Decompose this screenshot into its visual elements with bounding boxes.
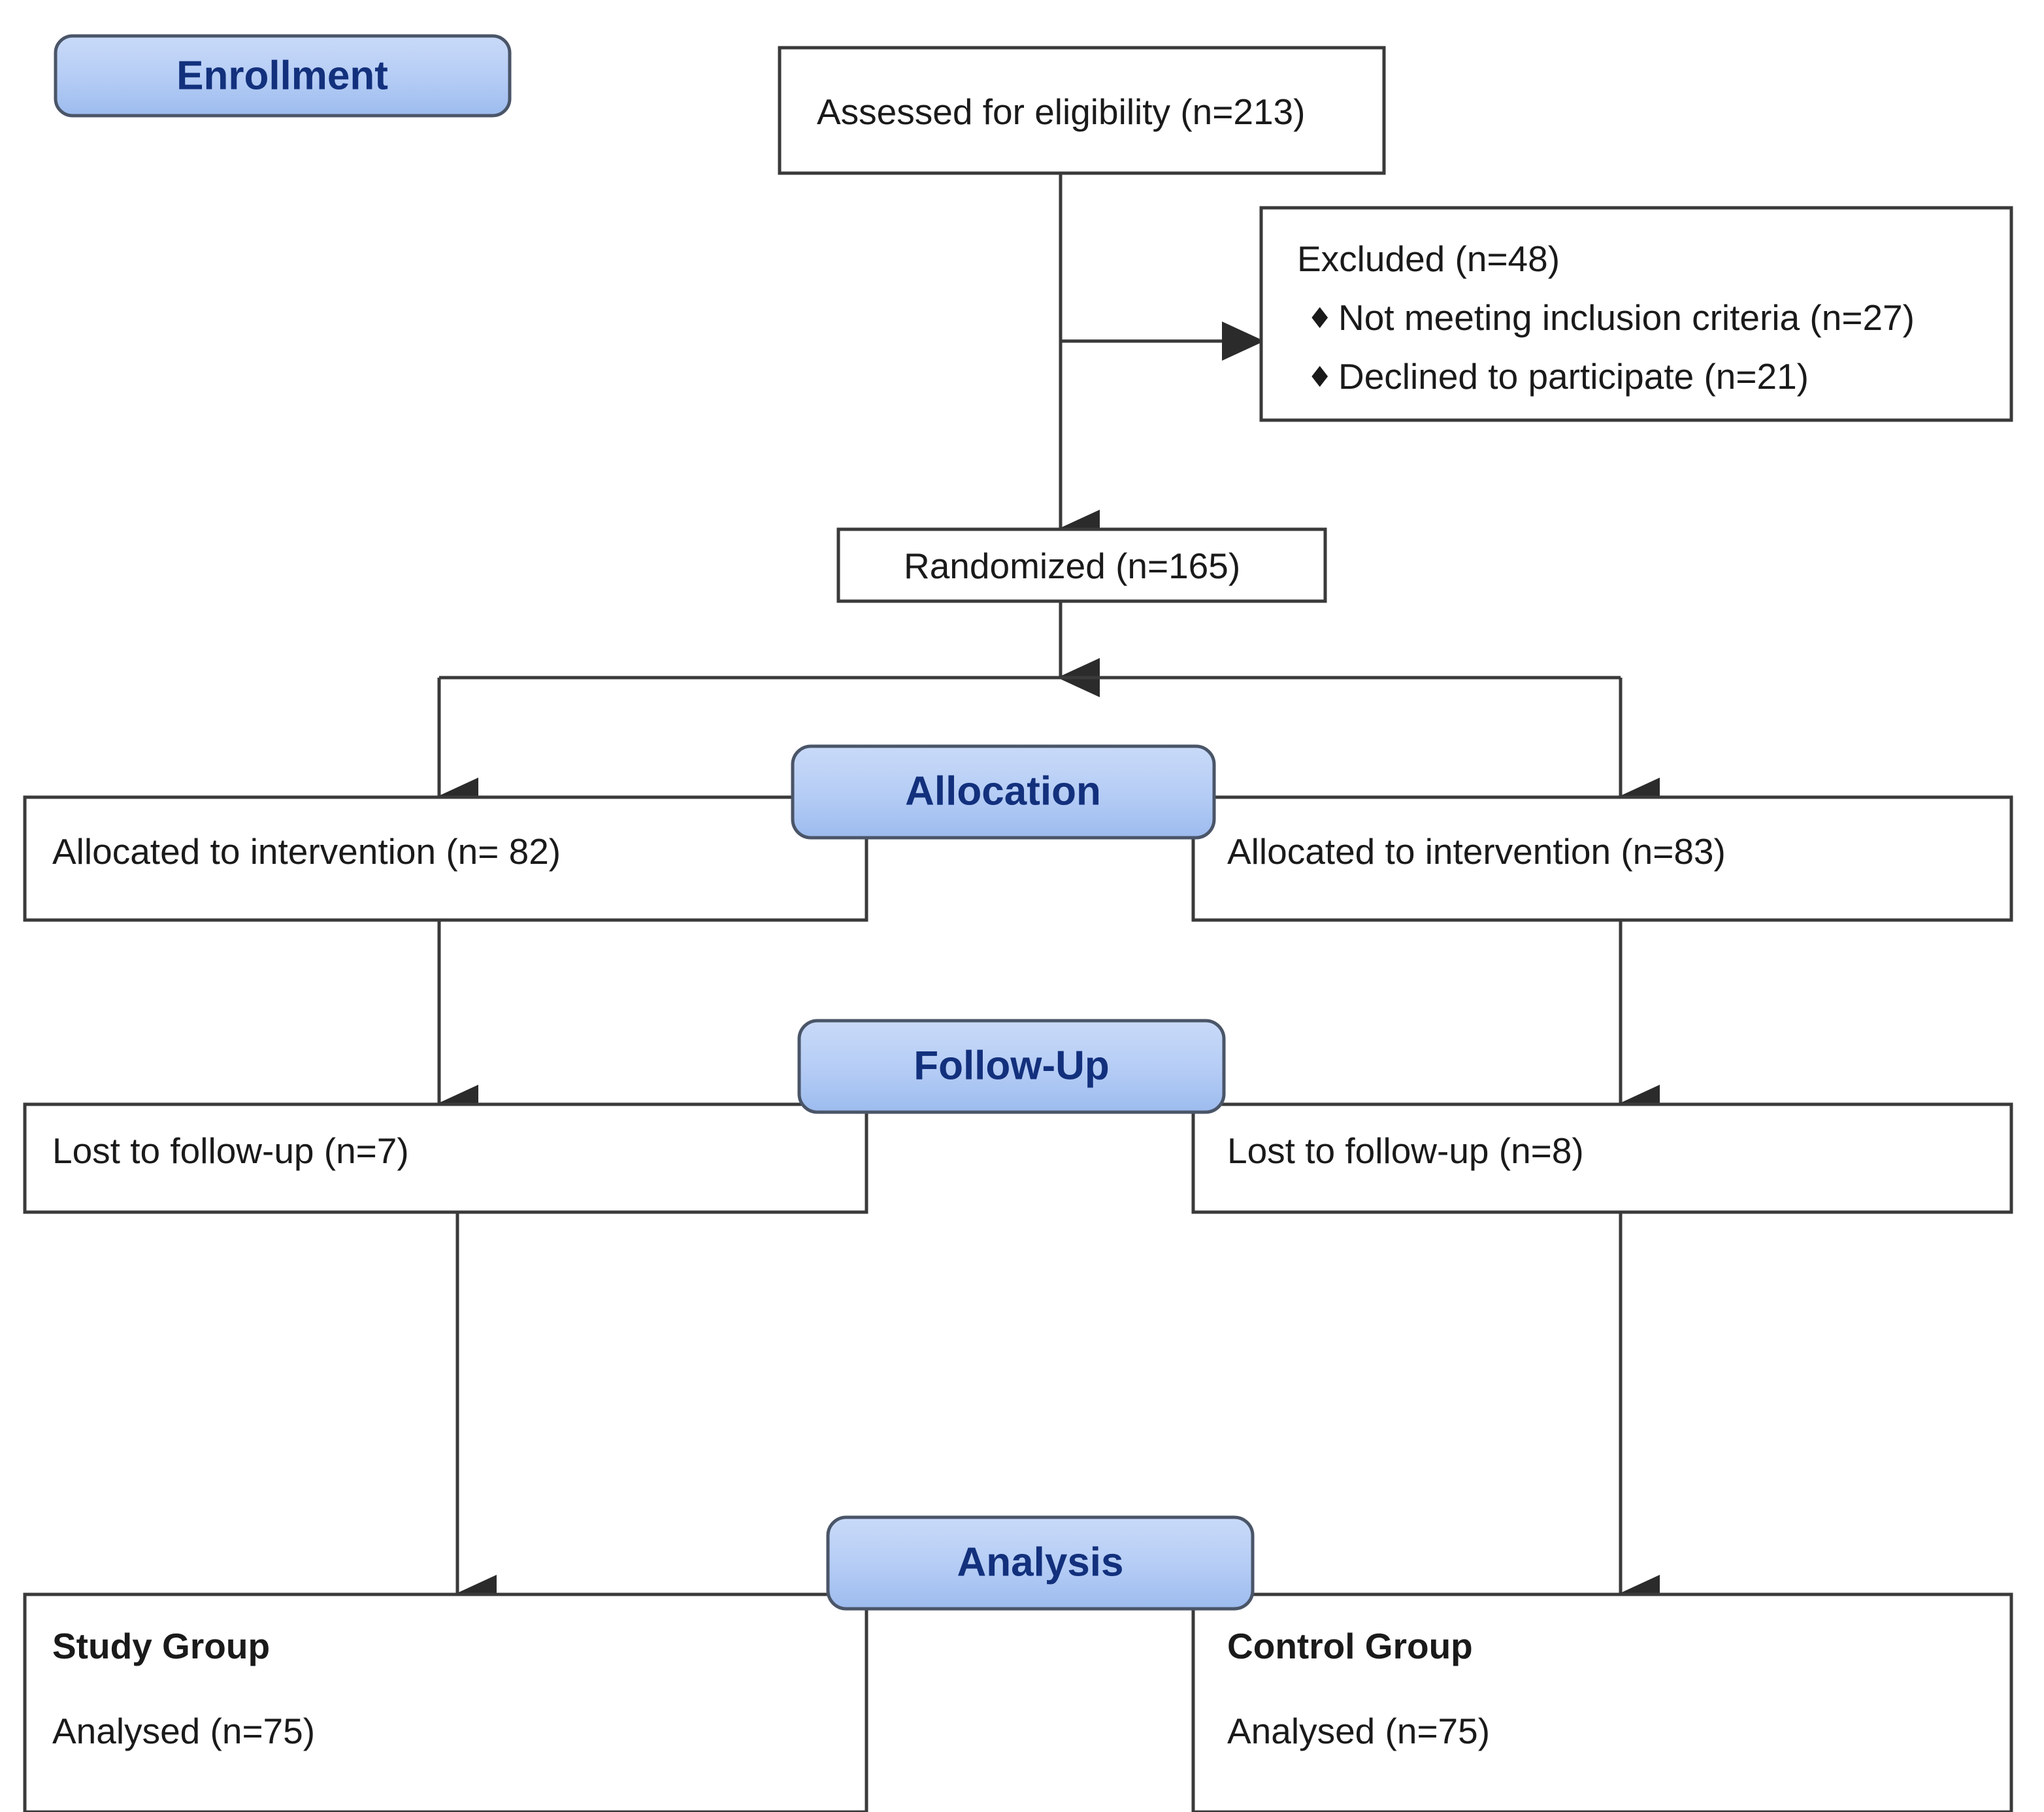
- node-lost-left: Lost to follow-up (n=7): [23, 1102, 868, 1214]
- enrollment-badge-shape: [54, 34, 512, 118]
- node-randomized: Randomized (n=165): [836, 527, 1327, 603]
- analysis-left-analysed-label: Analysed (n=75): [52, 1711, 315, 1751]
- stage-badge-analysis: Analysis: [826, 1515, 1255, 1611]
- analysis-badge-shape: [826, 1515, 1255, 1611]
- stage-badge-enrollment: Enrollment: [54, 34, 512, 118]
- analysis-left-group-label: Study Group: [52, 1626, 270, 1666]
- assessed-box: [778, 46, 1386, 175]
- allocated-right-box: [1191, 795, 2013, 922]
- analysis-right-group-label: Control Group: [1227, 1626, 1473, 1666]
- analysis-badge-label: Analysis: [957, 1540, 1123, 1585]
- node-allocated-left: Allocated to intervention (n= 82): [23, 795, 868, 922]
- excluded-box: [1259, 206, 2013, 422]
- stage-badge-allocation: Allocation: [791, 744, 1216, 840]
- node-analysis-right: Control Group Analysed (n=75): [1191, 1592, 2013, 1812]
- node-allocated-right: Allocated to intervention (n=83): [1191, 795, 2013, 922]
- allocated-left-label: Allocated to intervention (n= 82): [52, 831, 561, 872]
- stage-badge-follow-up: Follow-Up: [797, 1019, 1226, 1114]
- excluded-reason-1: Declined to participate (n=21): [1338, 356, 1809, 397]
- excluded-reason-0: Not meeting inclusion criteria (n=27): [1338, 297, 1915, 338]
- randomized-box: [836, 527, 1327, 603]
- analysis-left-box: [23, 1592, 868, 1812]
- allocated-right-label: Allocated to intervention (n=83): [1227, 831, 1726, 872]
- node-lost-right: Lost to follow-up (n=8): [1191, 1102, 2013, 1214]
- allocation-badge-shape: [791, 744, 1216, 840]
- randomized-label: Randomized (n=165): [904, 546, 1240, 586]
- enrollment-badge-label: Enrollment: [176, 53, 388, 98]
- analysis-right-box: [1191, 1592, 2013, 1812]
- follow-up-badge-shape: [797, 1019, 1226, 1114]
- lost-left-label: Lost to follow-up (n=7): [52, 1130, 409, 1171]
- analysis-right-analysed-label: Analysed (n=75): [1227, 1711, 1490, 1751]
- node-assessed-for-eligibility: Assessed for eligibility (n=213): [778, 46, 1386, 175]
- node-analysis-left: Study Group Analysed (n=75): [23, 1592, 868, 1812]
- excluded-bullet-icon-1: ♦: [1307, 361, 1332, 394]
- lost-left-box: [23, 1102, 868, 1214]
- excluded-bullet-icon-0: ♦: [1307, 302, 1332, 335]
- excluded-heading: Excluded (n=48): [1297, 239, 1560, 279]
- allocated-left-box: [23, 795, 868, 922]
- allocation-badge-label: Allocation: [905, 768, 1101, 814]
- follow-up-badge-label: Follow-Up: [914, 1043, 1110, 1088]
- lost-right-label: Lost to follow-up (n=8): [1227, 1130, 1584, 1171]
- node-excluded: Excluded (n=48) ♦ Not meeting inclusion …: [1259, 206, 2013, 422]
- assessed-label: Assessed for eligibility (n=213): [817, 91, 1305, 132]
- lost-right-box: [1191, 1102, 2013, 1214]
